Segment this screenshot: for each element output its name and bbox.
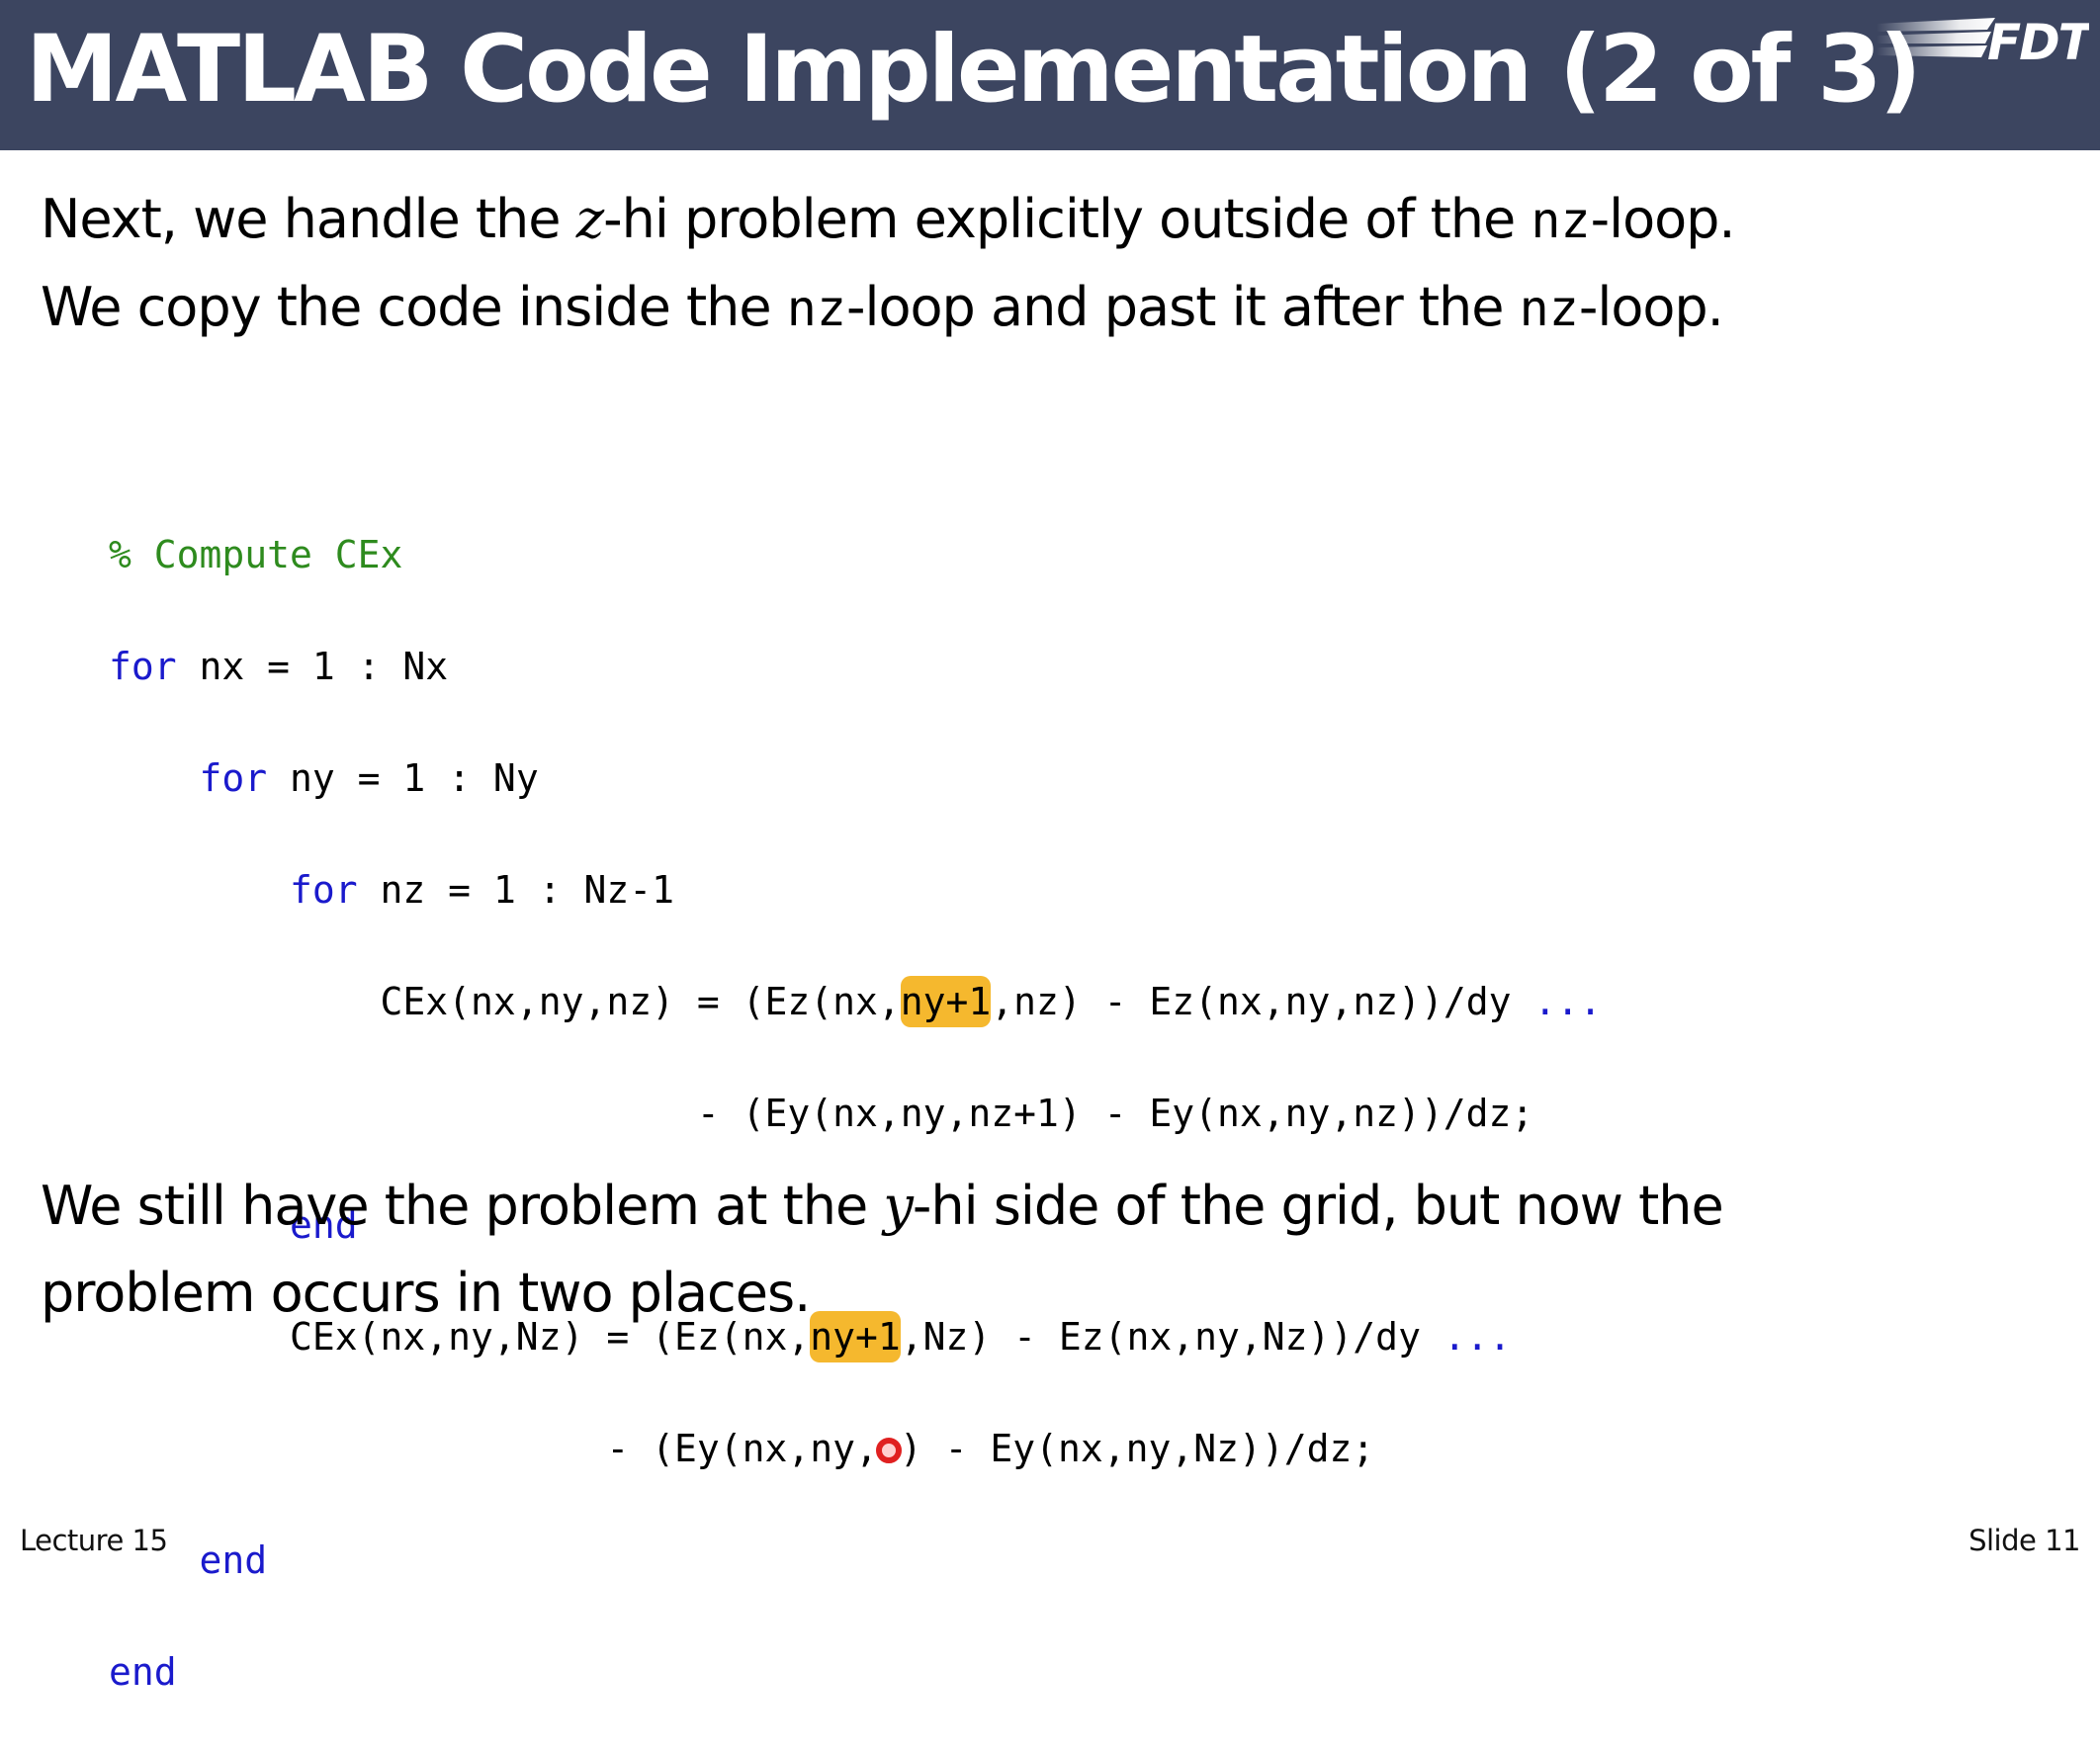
intro-text: -loop.	[1578, 276, 1724, 338]
code-highlight: ny+1	[900, 975, 992, 1027]
code-text: ,Nz) - Ez(nx,ny,Nz))/dy	[900, 1314, 1444, 1359]
inline-code: nz	[1531, 192, 1591, 249]
fdtd-logo: FDTD	[1877, 10, 2089, 71]
code-line: end	[109, 1197, 1602, 1254]
pointer-cursor-icon	[875, 1438, 902, 1463]
outro-line-2: problem occurs in two places.	[41, 1262, 811, 1324]
code-text: ) - Ey(nx,ny,Nz))/dz;	[899, 1426, 1375, 1470]
code-line: - (Ey(nx,ny, ) - Ey(nx,ny,Nz))/dz;	[109, 1421, 1602, 1477]
code-keyword: for	[290, 867, 358, 912]
intro-variable-z: z	[575, 188, 604, 250]
code-line: CEx(nx,ny,Nz) = (Ez(nx,ny+1,Nz) - Ez(nx,…	[109, 1309, 1602, 1365]
code-text: nz = 1 : Nz-1	[357, 867, 674, 912]
code-continuation: ...	[1443, 1314, 1512, 1359]
intro-line-2: We copy the code inside the nz-loop and …	[41, 264, 2057, 352]
logo-text: FDTD	[1987, 14, 2089, 71]
outro-paragraph: We still have the problem at the y-hi si…	[41, 1163, 2057, 1337]
code-line: % Compute CEx	[109, 527, 1602, 583]
slide-title: MATLAB Code Implementation (2 of 3)	[26, 16, 1922, 124]
code-line: - (Ey(nx,ny,nz+1) - Ey(nx,ny,nz))/dz;	[109, 1086, 1602, 1142]
logo-streak-3	[1877, 45, 1987, 57]
intro-text: -loop and past it after the	[845, 276, 1520, 338]
outro-line-1: We still have the problem at the y-hi si…	[41, 1163, 2057, 1250]
code-line: for ny = 1 : Ny	[109, 750, 1602, 807]
code-line: CEx(nx,ny,nz) = (Ez(nx,ny+1,nz) - Ez(nx,…	[109, 974, 1602, 1030]
code-block: % Compute CEx for nx = 1 : Nx for ny = 1…	[109, 471, 1602, 1756]
code-comment: % Compute CEx	[109, 532, 403, 576]
code-line: for nz = 1 : Nz-1	[109, 862, 1602, 919]
inline-code: nz	[786, 280, 846, 337]
title-bar: MATLAB Code Implementation (2 of 3) FDTD	[0, 0, 2100, 150]
intro-paragraph: Next, we handle the z-hi problem explici…	[41, 176, 2057, 352]
code-continuation: ...	[1533, 979, 1602, 1023]
logo-streak-2	[1877, 32, 1991, 44]
inline-code: nz	[1519, 280, 1579, 337]
code-text: CEx(nx,ny,Nz) = (Ez(nx,	[290, 1314, 811, 1359]
code-keyword: for	[199, 755, 268, 800]
outro-text: We still have the problem at the	[41, 1175, 884, 1237]
footer-lecture: Lecture 15	[20, 1524, 168, 1557]
intro-line-1: Next, we handle the z-hi problem explici…	[41, 176, 2057, 264]
code-keyword: end	[290, 1202, 358, 1247]
code-text: ,nz) - Ez(nx,ny,nz))/dy	[991, 979, 1534, 1023]
code-text: - (Ey(nx,ny,nz+1) - Ey(nx,ny,nz))/dz;	[696, 1091, 1534, 1135]
code-line: end	[109, 1533, 1602, 1589]
code-keyword: end	[109, 1649, 177, 1694]
code-keyword: for	[109, 644, 177, 688]
intro-text: We copy the code inside the	[41, 276, 787, 338]
intro-text: -hi problem explicitly outside of the	[603, 188, 1531, 250]
outro-variable-y: y	[883, 1175, 913, 1237]
code-text: CEx(nx,ny,nz) = (Ez(nx,	[380, 979, 901, 1023]
code-text: - (Ey(nx,ny,	[606, 1426, 878, 1470]
intro-text: Next, we handle the	[41, 188, 576, 250]
outro-text: -hi side of the grid, but now the	[912, 1175, 1724, 1237]
code-text: nx = 1 : Nx	[176, 644, 449, 688]
code-highlight: ny+1	[810, 1310, 901, 1362]
code-keyword: end	[199, 1537, 268, 1582]
logo-streak-1	[1877, 18, 1995, 32]
code-line: for nx = 1 : Nx	[109, 639, 1602, 695]
intro-text: -loop.	[1590, 188, 1736, 250]
fdtd-logo-graphic: FDTD	[1877, 14, 2089, 71]
code-text: ny = 1 : Ny	[267, 755, 539, 800]
footer-slide-number: Slide 11	[1969, 1524, 2080, 1557]
code-line: end	[109, 1644, 1602, 1701]
